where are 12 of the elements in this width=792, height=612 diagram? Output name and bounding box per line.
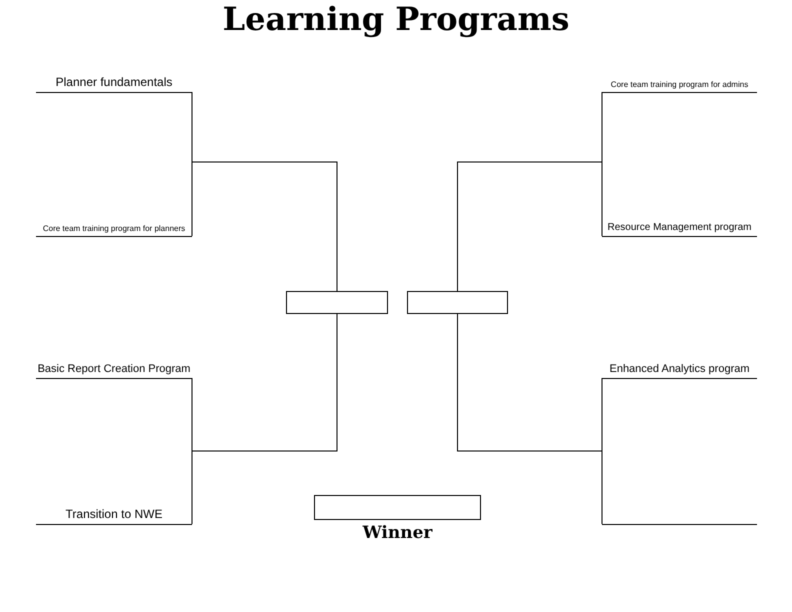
bracket-box	[314, 495, 481, 520]
entrant-name: Planner fundamentals	[56, 75, 172, 91]
entrant-name: Transition to NWE	[66, 507, 162, 523]
entrant-name: Core team training program for planners	[42, 224, 186, 235]
bracket-box	[286, 291, 388, 314]
winner-label: Winner	[362, 523, 434, 543]
entrant-name: Core team training program for admins	[610, 80, 748, 91]
entrant-name: Enhanced Analytics program	[609, 363, 750, 377]
title: Learning Programs	[222, 0, 570, 38]
bracket-box	[407, 291, 508, 314]
entrant-name: Basic Report Creation Program	[38, 363, 190, 377]
entrant-name: Resource Management program	[608, 222, 752, 235]
